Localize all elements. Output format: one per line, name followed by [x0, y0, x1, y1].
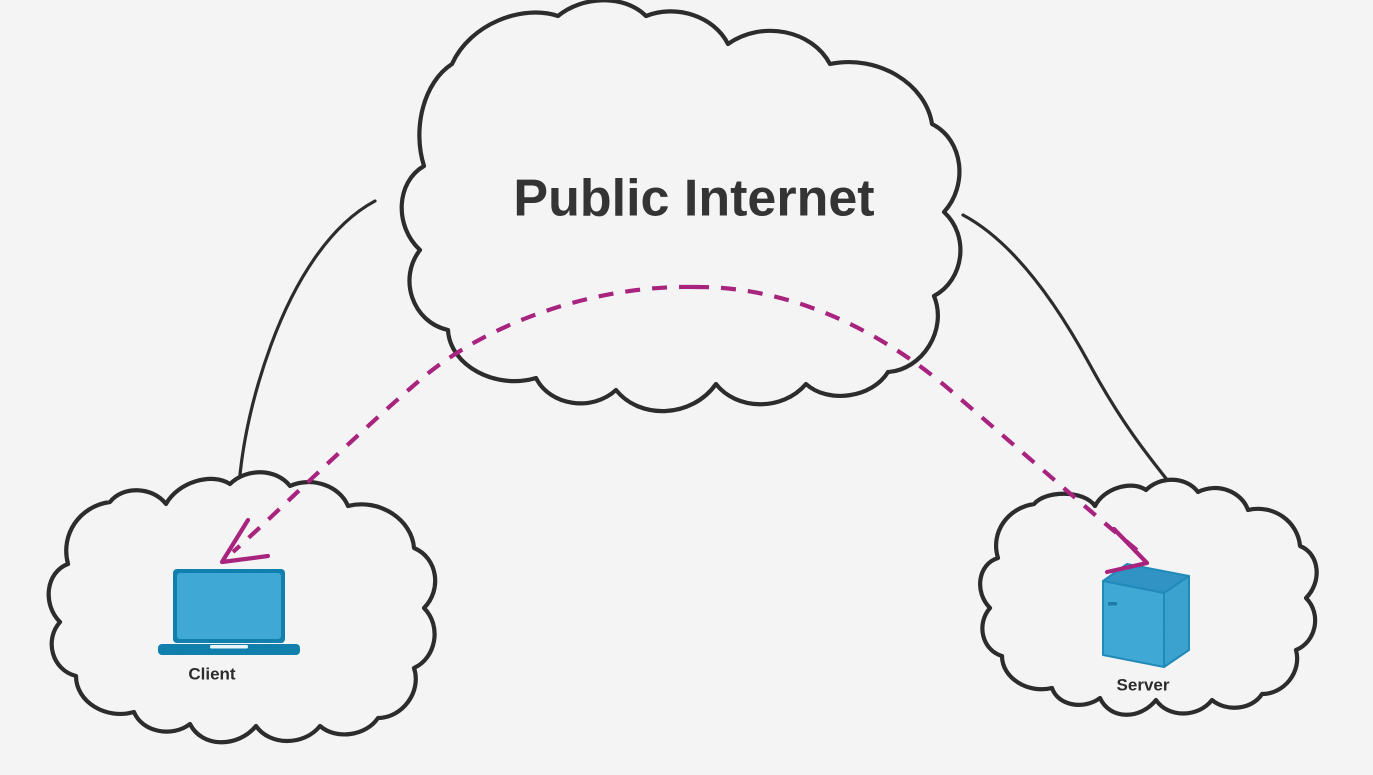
connector-client-to-internet [236, 199, 377, 502]
laptop-screen [177, 573, 281, 639]
internet-label: Public Internet [513, 170, 874, 228]
client-label: Client [188, 664, 236, 683]
server-label: Server [1117, 675, 1170, 694]
laptop-icon [158, 569, 300, 655]
server-tower-icon [1102, 563, 1190, 668]
server-cloud-node[interactable]: Server [978, 477, 1319, 717]
laptop-trackpad-notch [210, 645, 248, 649]
internet-cloud-node[interactable]: Public Internet [399, 0, 963, 414]
server-slot-detail [1108, 602, 1117, 606]
server-side-face [1163, 575, 1190, 668]
client-cloud-node[interactable]: Client [46, 470, 438, 745]
connector-internet-to-server [961, 213, 1185, 502]
server-front-face [1102, 580, 1165, 668]
